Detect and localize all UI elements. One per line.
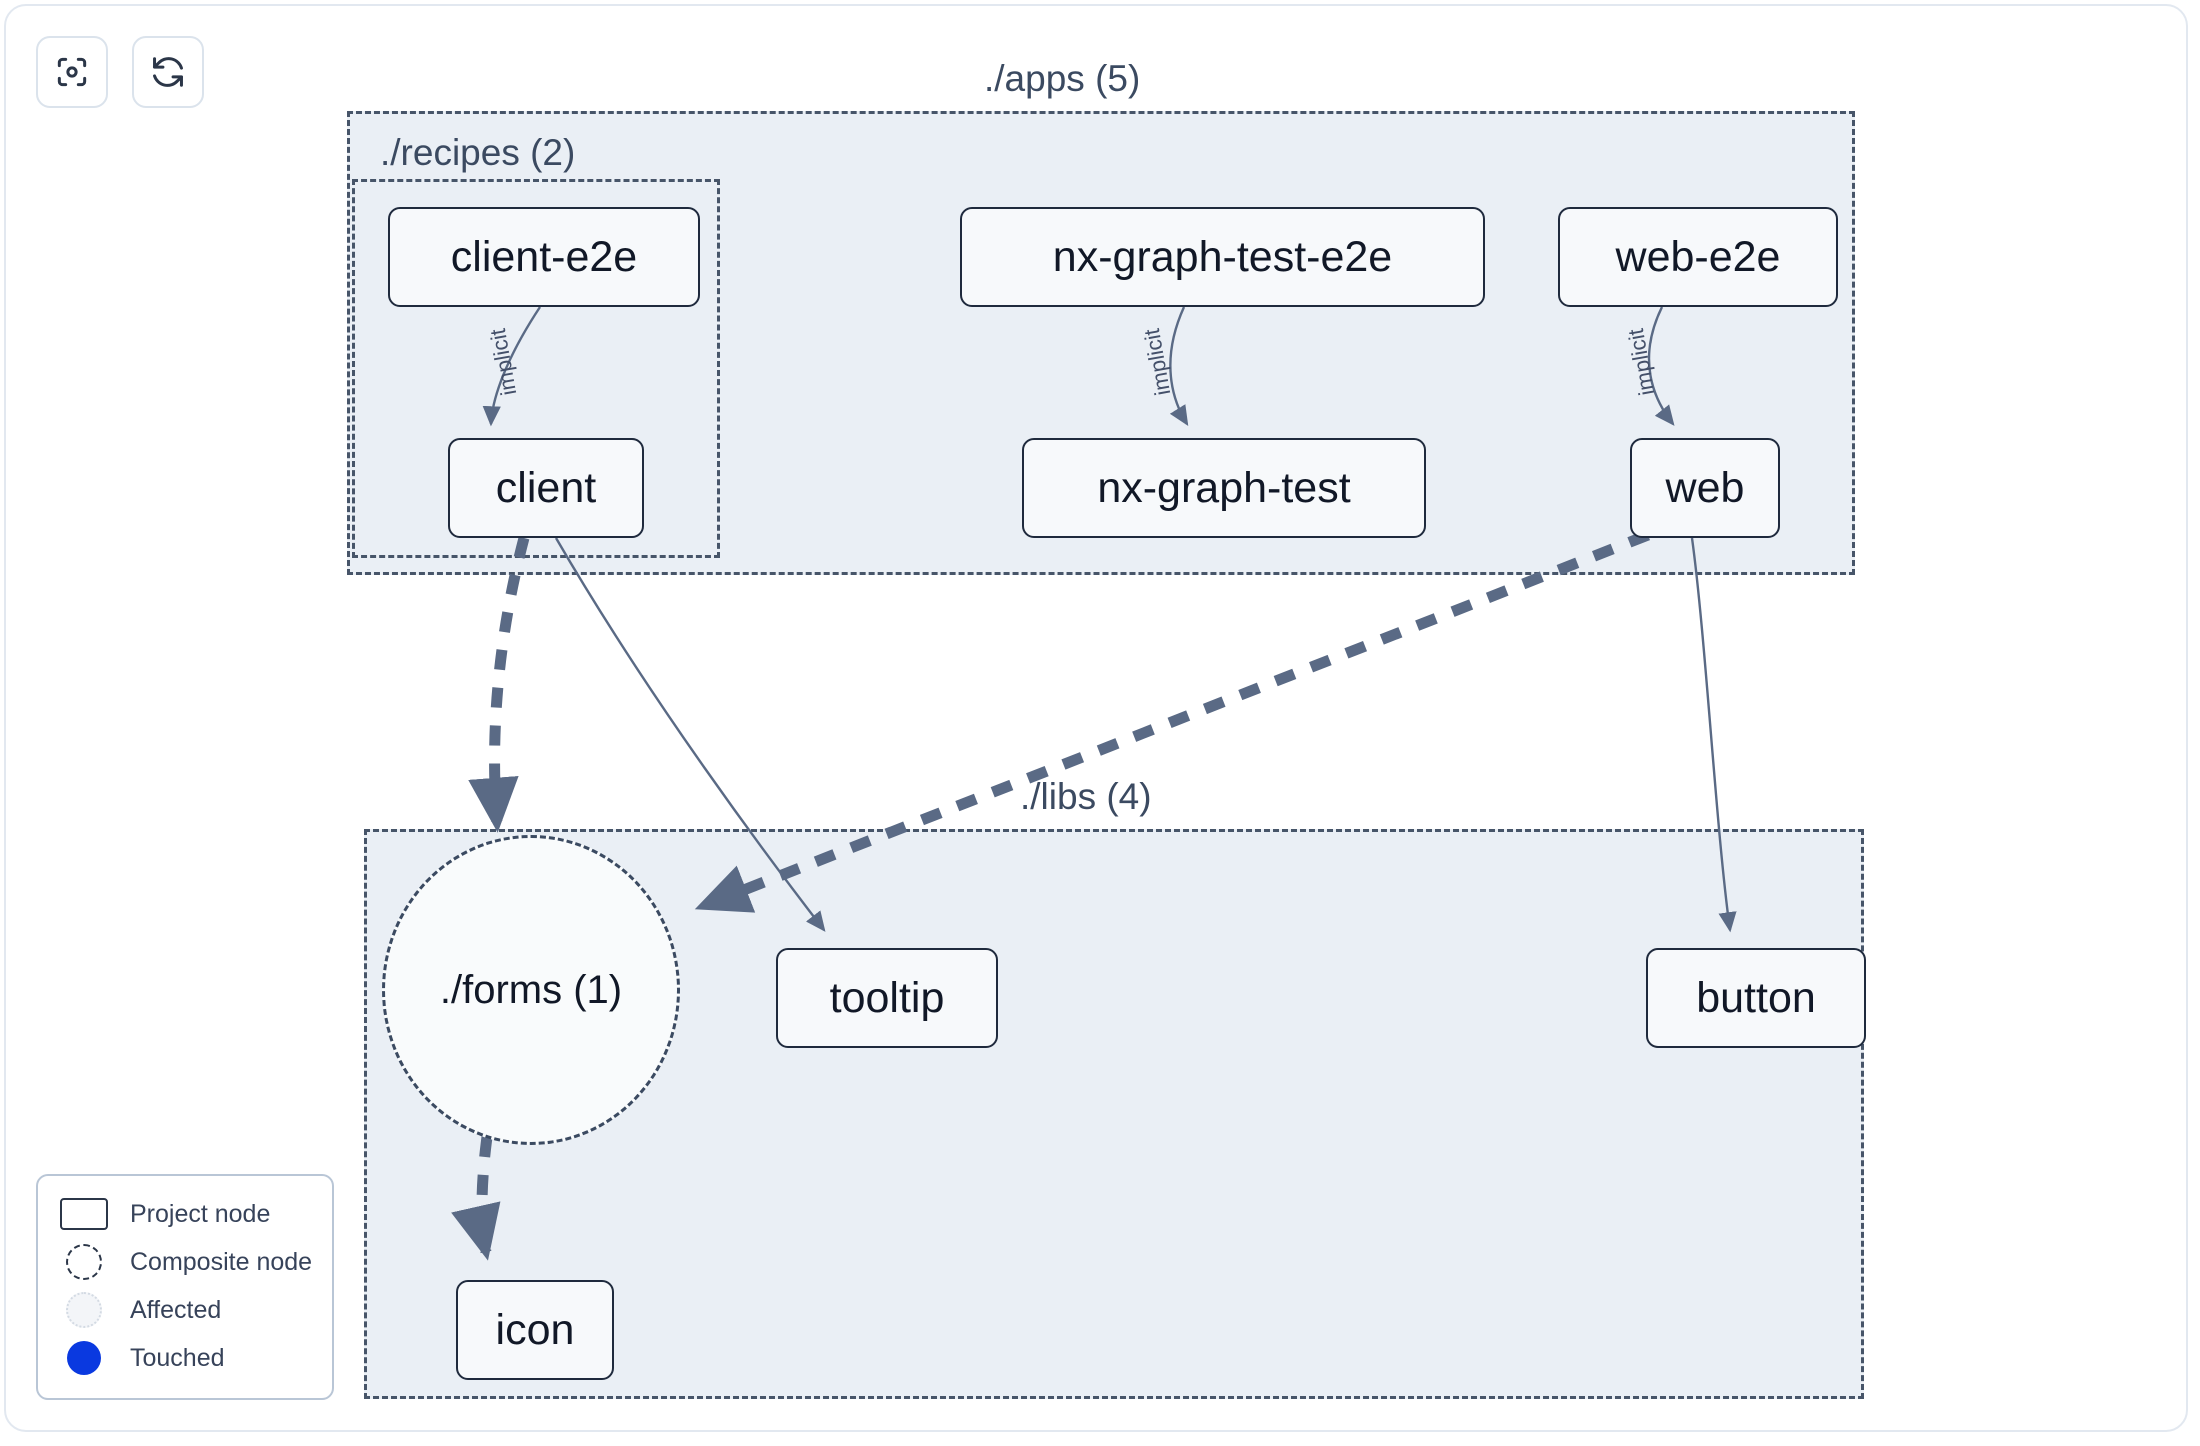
node-label: client — [495, 463, 597, 512]
focus-graph-button[interactable] — [36, 36, 108, 108]
node-forms[interactable]: ./forms (1) — [382, 835, 680, 1145]
composite-node-swatch — [56, 1244, 112, 1280]
legend-label: Touched — [130, 1343, 225, 1372]
node-label: ./forms (1) — [439, 967, 623, 1012]
node-nx-graph-test-e2e[interactable]: nx-graph-test-e2e — [960, 207, 1485, 307]
graph-toolbar — [36, 36, 204, 108]
node-client-e2e[interactable]: client-e2e — [388, 207, 700, 307]
affected-swatch — [56, 1292, 112, 1328]
legend-item-touched: Touched — [56, 1334, 314, 1382]
node-nx-graph-test[interactable]: nx-graph-test — [1022, 438, 1426, 538]
group-label-recipes: ./recipes (2) — [380, 132, 576, 173]
legend-item-composite-node: Composite node — [56, 1238, 314, 1286]
node-web[interactable]: web — [1630, 438, 1780, 538]
focus-target-icon — [53, 53, 91, 91]
node-client[interactable]: client — [448, 438, 644, 538]
legend-label: Project node — [130, 1199, 271, 1228]
node-icon[interactable]: icon — [456, 1280, 614, 1380]
group-label-libs: ./libs (4) — [1010, 778, 1162, 815]
node-label: web-e2e — [1615, 232, 1781, 281]
node-label: button — [1696, 973, 1816, 1022]
edge-client-to-forms — [468, 536, 530, 833]
node-label: client-e2e — [450, 232, 638, 281]
node-label: nx-graph-test — [1097, 463, 1351, 512]
node-web-e2e[interactable]: web-e2e — [1558, 207, 1838, 307]
touched-swatch — [56, 1341, 112, 1375]
refresh-graph-button[interactable] — [132, 36, 204, 108]
node-button[interactable]: button — [1646, 948, 1866, 1048]
node-label: nx-graph-test-e2e — [1052, 232, 1393, 281]
legend-item-affected: Affected — [56, 1286, 314, 1334]
group-label-apps: ./apps (5) — [974, 60, 1151, 97]
legend-label: Affected — [130, 1295, 222, 1324]
legend-item-project-node: Project node — [56, 1190, 314, 1238]
node-label: icon — [495, 1305, 575, 1354]
project-node-swatch — [56, 1198, 112, 1230]
node-tooltip[interactable]: tooltip — [776, 948, 998, 1048]
refresh-icon — [149, 53, 187, 91]
node-label: tooltip — [829, 973, 945, 1022]
node-label: web — [1665, 463, 1745, 512]
graph-legend: Project node Composite node Affected Tou… — [36, 1174, 334, 1400]
legend-label: Composite node — [130, 1247, 313, 1276]
